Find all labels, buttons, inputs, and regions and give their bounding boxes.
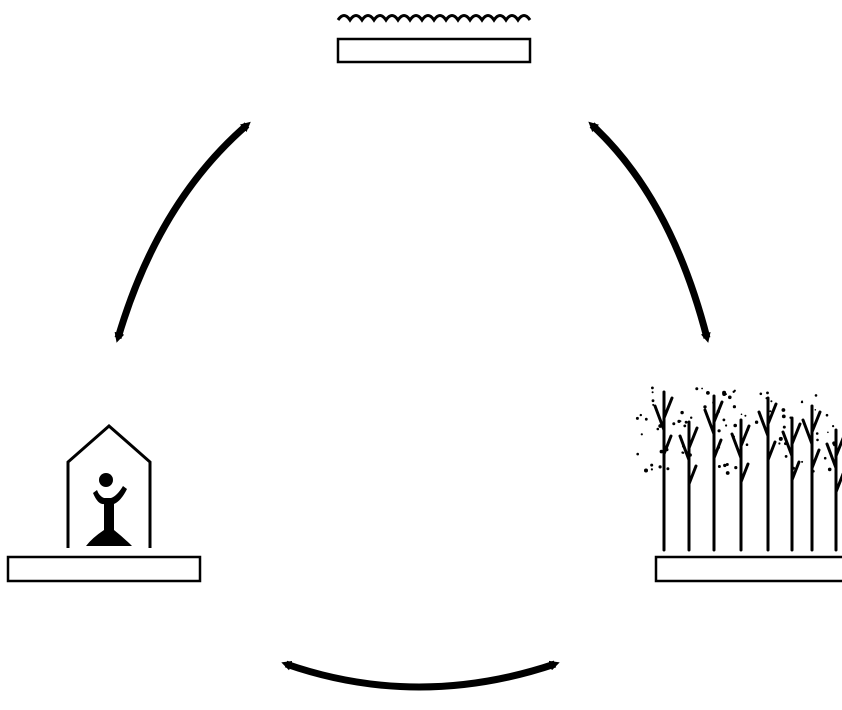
trees-icon xyxy=(653,390,842,552)
arrow-shelter-water xyxy=(114,121,251,343)
forest-leaf-specks xyxy=(635,386,836,475)
water-node xyxy=(336,14,532,64)
water-waves-icon xyxy=(336,14,532,23)
shelter-base-bar xyxy=(6,555,202,583)
house-with-person-icon xyxy=(66,424,152,548)
shelter-node xyxy=(6,424,202,583)
arrow-shelter-forest xyxy=(281,660,560,691)
forest-base-bar xyxy=(654,555,842,583)
forest-node xyxy=(635,386,842,583)
water-base-bar xyxy=(336,37,532,64)
arrow-water-forest xyxy=(588,121,711,343)
